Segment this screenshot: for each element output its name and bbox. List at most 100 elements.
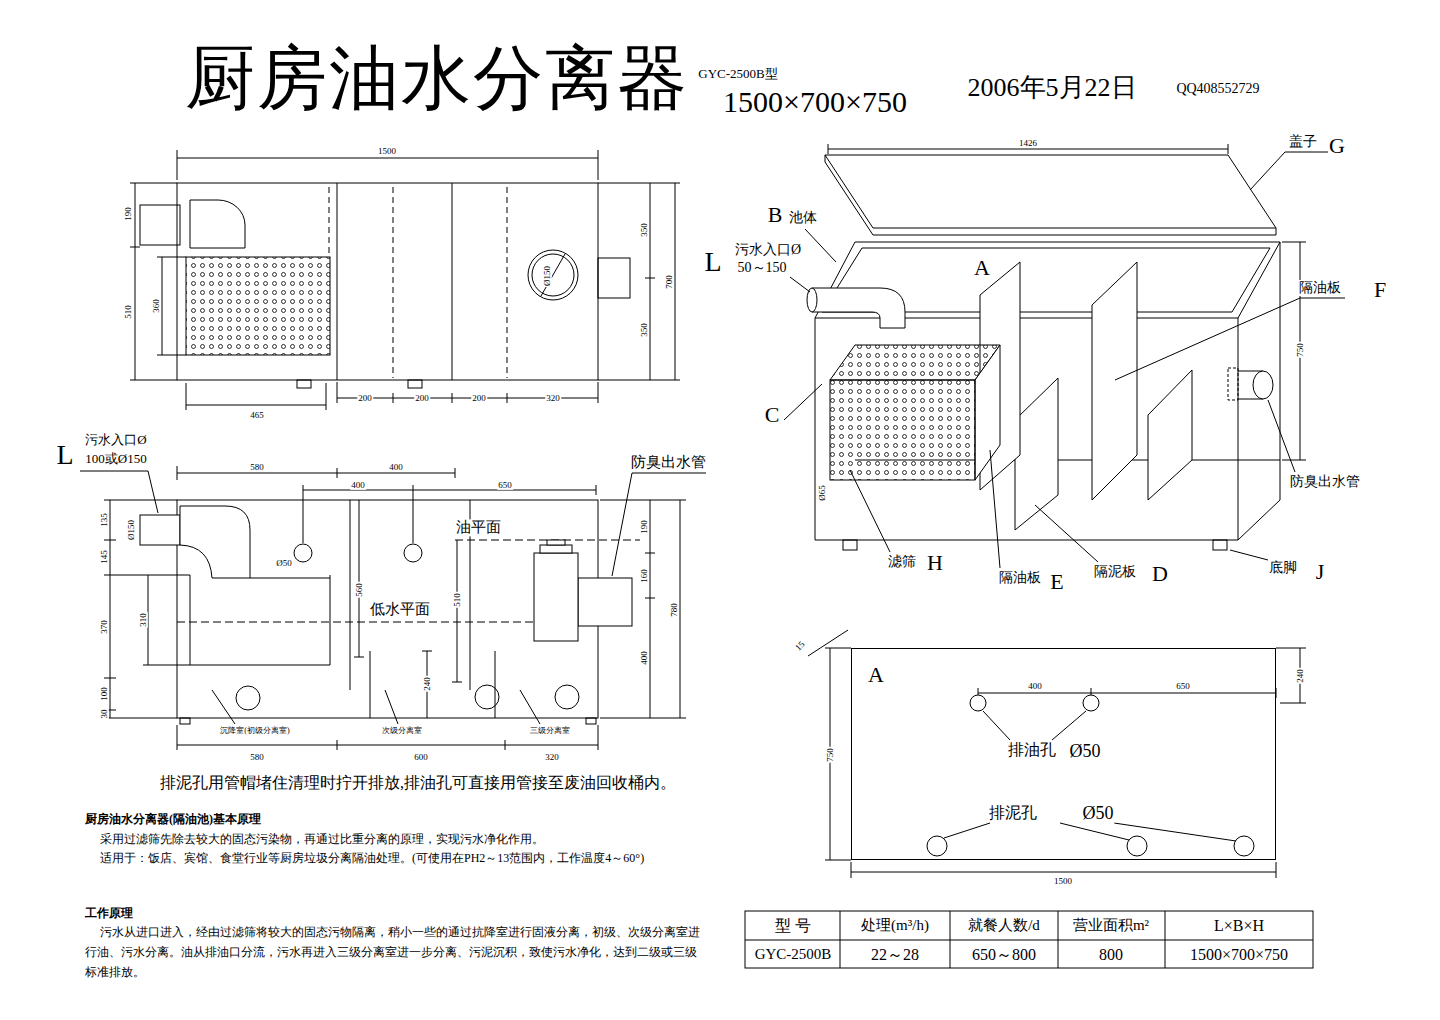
drawing-line	[455, 468, 456, 478]
drawing-line	[370, 651, 371, 718]
drawing-rect	[586, 718, 596, 724]
drawing-rect	[177, 500, 598, 718]
drawing-label: 沉降室(初级分离室)	[219, 726, 290, 735]
drawing-line	[177, 473, 455, 474]
drawing-label: L	[703, 246, 722, 278]
drawing-label: 240	[422, 676, 432, 692]
drawing-line	[350, 500, 351, 690]
drawing-polygon	[830, 345, 1000, 380]
drawing-line	[600, 500, 686, 501]
drawing-label: 1500×700×750	[722, 85, 908, 120]
drawing-line	[359, 500, 360, 657]
drawing-line	[1060, 823, 1129, 840]
drawing-line	[1276, 862, 1277, 878]
drawing-line	[851, 862, 852, 878]
drawing-line	[177, 725, 178, 750]
note-text: 采用过滤筛先除去较大的固态污染物，再通过比重分离的原理，实现污水净化作用。	[100, 829, 544, 849]
drawing-label: 1426	[1018, 138, 1038, 148]
drawing-line	[130, 380, 177, 381]
drawing-label: Ø50	[1082, 803, 1115, 824]
drawing-line	[645, 278, 655, 279]
drawing-label: 135	[99, 512, 109, 528]
drawing-line	[1282, 242, 1306, 243]
drawing-rect	[830, 380, 975, 480]
note-text: 排泥孔用管帽堵住清理时拧开排放,排油孔可直接用管接至废油回收桶内。	[160, 773, 676, 793]
drawing-label: 防臭出水管	[1289, 474, 1361, 490]
drawing-rect	[1213, 540, 1227, 550]
drawing-line	[326, 383, 327, 410]
drawing-rect	[843, 540, 857, 550]
drawing-line	[177, 150, 178, 180]
drawing-line	[1091, 688, 1092, 695]
drawing-line	[337, 468, 338, 478]
drawing-line	[157, 257, 186, 258]
drawing-circle	[475, 685, 499, 709]
drawing-path	[190, 200, 245, 248]
drawing-line	[645, 598, 655, 599]
drawing-label: J	[1315, 559, 1326, 584]
drawing-label: 1500	[1053, 876, 1073, 886]
drawing-line	[177, 466, 178, 480]
drawing-line	[645, 553, 655, 554]
drawing-label: 360	[151, 298, 161, 314]
drawing-line	[680, 500, 681, 718]
drawing-line	[1228, 144, 1229, 154]
drawing-line	[650, 183, 651, 380]
drawing-line	[104, 718, 177, 719]
drawing-label: 次级分离室	[381, 726, 423, 735]
drawing-polyline	[825, 155, 1276, 235]
drawing-line	[541, 254, 565, 296]
drawing-label: 160	[639, 568, 649, 584]
drawing-label: 15	[792, 638, 807, 653]
table-cell: L×B×H	[1213, 917, 1265, 935]
view-panel: A	[851, 648, 1276, 860]
drawing-label: 350	[639, 322, 649, 338]
drawing-line	[983, 711, 1010, 740]
drawing-label: C	[764, 402, 781, 427]
table-cell: 800	[1098, 946, 1124, 964]
note-text: 厨房油水分离器(隔油池)基本原理	[85, 809, 261, 829]
drawing-label: 320	[545, 393, 561, 403]
drawing-line	[452, 183, 453, 380]
drawing-line	[1058, 911, 1059, 968]
drawing-line	[1052, 711, 1086, 740]
drawing-line	[1250, 152, 1285, 190]
drawing-line	[1238, 318, 1239, 540]
drawing-line	[675, 183, 676, 380]
drawing-label: 350	[639, 222, 649, 238]
drawing-line	[1238, 500, 1280, 540]
drawing-label: 310	[138, 612, 148, 628]
drawing-line	[303, 490, 596, 491]
drawing-label: 650	[497, 480, 513, 490]
drawing-polygon	[1148, 370, 1192, 500]
drawing-line	[784, 384, 822, 420]
drawing-polyline	[80, 471, 158, 513]
table-cell: 1500×700×750	[1189, 946, 1289, 964]
drawing-line	[825, 648, 851, 649]
drawing-polyline	[1115, 298, 1345, 380]
drawing-line	[944, 823, 990, 838]
drawing-line	[186, 383, 187, 410]
drawing-path	[812, 288, 905, 328]
drawing-label: 190	[123, 206, 133, 222]
drawing-label: E	[1049, 569, 1064, 594]
drawing-label: 盖子	[1288, 134, 1318, 150]
drawing-label: 200	[357, 393, 373, 403]
drawing-label: 30	[99, 709, 109, 720]
drawing-line	[600, 718, 686, 719]
drawing-label: 510	[123, 304, 133, 320]
drawing-circle	[236, 686, 260, 710]
drawing-line	[815, 318, 816, 540]
drawing-label: D	[1151, 561, 1169, 586]
drawing-label: 2006年5月22日	[967, 73, 1138, 103]
drawing-label: 370	[99, 619, 109, 635]
drawing-circle	[970, 695, 986, 711]
drawing-label: 750	[1295, 342, 1305, 358]
drawing-label: 400	[350, 480, 366, 490]
drawing-line	[250, 578, 330, 579]
drawing-label: 低水平面	[369, 601, 431, 618]
drawing-line	[135, 183, 136, 380]
drawing-polyline	[190, 575, 330, 665]
table-cell: 650～800	[971, 946, 1037, 964]
